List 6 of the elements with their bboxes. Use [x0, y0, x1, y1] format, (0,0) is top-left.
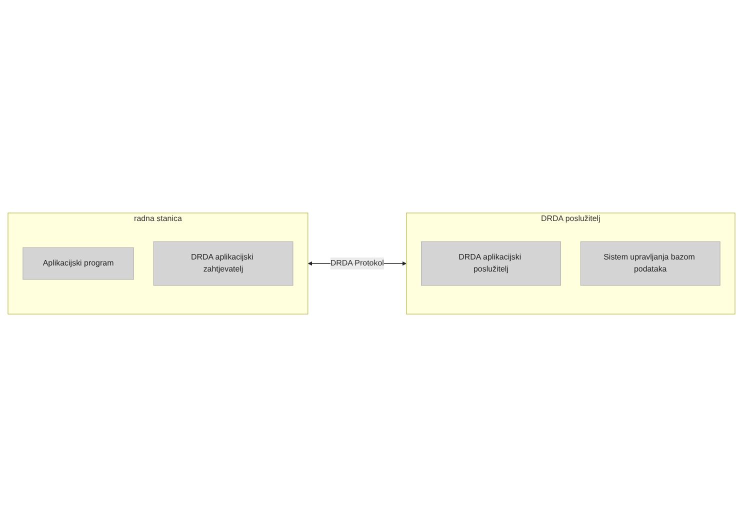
- cluster: [406, 212, 736, 314]
- node-box: [22, 247, 134, 280]
- cluster: [8, 212, 308, 314]
- node-box: [153, 241, 294, 286]
- node-box: [421, 241, 561, 286]
- node-box: [580, 241, 720, 286]
